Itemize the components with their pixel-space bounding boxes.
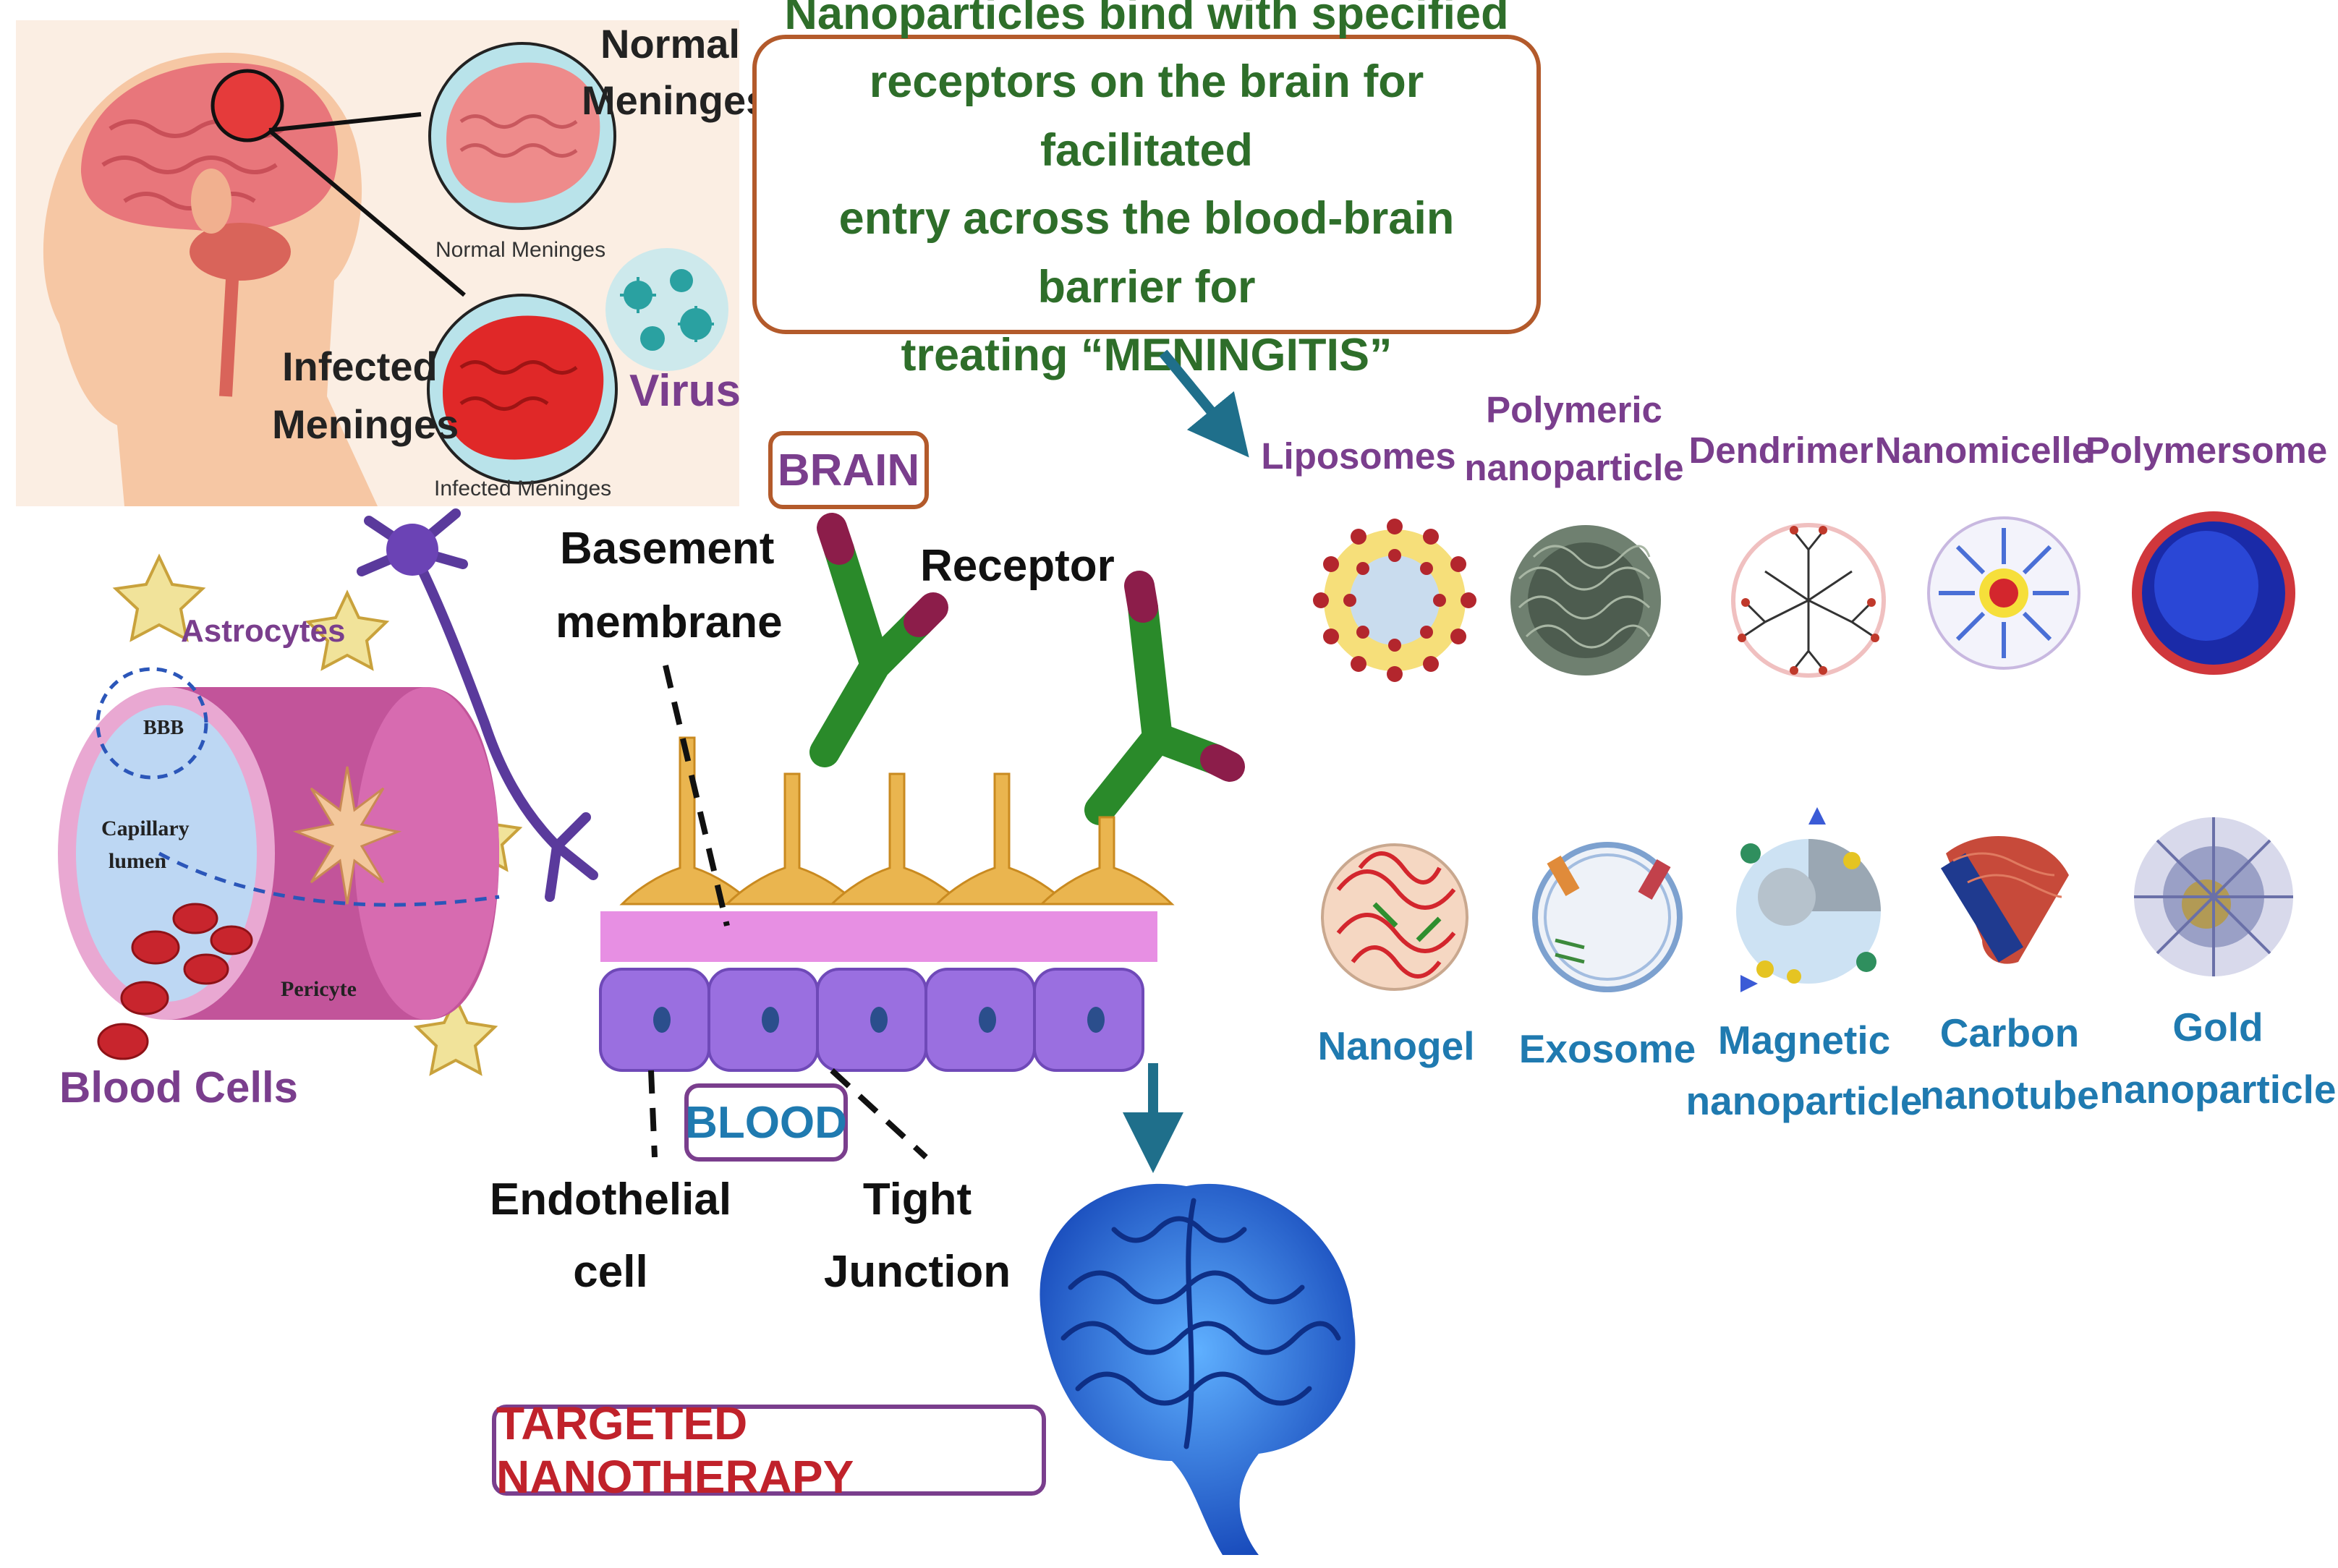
receptor-2 (1084, 592, 1230, 825)
meninges-illustration (16, 20, 739, 506)
endothelial-cell-label-2: cell (573, 1247, 648, 1297)
targeted-nanotherapy-text: TARGETED NANOTHERAPY (496, 1397, 854, 1503)
banner-line-2: receptors on the brain for facilitated (869, 56, 1424, 176)
capillary-lumen-label-1: Capillary (101, 817, 190, 840)
tight-junction-label-1: Tight (862, 1175, 972, 1224)
np-label-gold-1: Gold (2172, 1005, 2263, 1049)
nanomicelle-graphic (1927, 516, 2080, 670)
np-label-gold-2: nanoparticle (2099, 1067, 2337, 1112)
nanogel-graphic (1321, 843, 1468, 991)
bbb-dashed-circle (95, 667, 208, 780)
normal-meninges-label-2: Meninges (582, 77, 769, 123)
np-label-liposomes: Liposomes (1261, 435, 1456, 477)
banner-line-1: Nanoparticles bind with specified (784, 0, 1509, 39)
astrocyte-star-4 (413, 994, 498, 1076)
infected-meninges-label-1: Infected (282, 344, 438, 389)
pericyte-cell (292, 766, 402, 905)
neuron-body (386, 524, 438, 576)
banner-box: Nanoparticles bind with specified recept… (752, 0, 1541, 380)
basement-membrane-label-2: membrane (556, 597, 783, 647)
np-label-carbon-2: nanotube (1920, 1073, 2099, 1117)
astrocyte-star-1 (112, 553, 206, 642)
np-label-dendrimer: Dendrimer (1688, 430, 1874, 471)
liposome-graphic (1313, 519, 1476, 682)
astrocytes-label: Astrocytes (181, 613, 346, 649)
blood-cells-label: Blood Cells (59, 1063, 299, 1112)
capillary-lumen-label-2: lumen (109, 849, 167, 873)
astrocyte-star-2 (305, 589, 390, 671)
carbon-nanotube-graphic (1940, 836, 2069, 964)
infected-meninges-caption: Infected Meninges (434, 477, 612, 500)
receptor-1 (809, 534, 934, 767)
virus-cluster (605, 248, 728, 371)
np-label-carbon-1: Carbon (1939, 1010, 2080, 1055)
banner-line-3: entry across the blood-brain barrier for (838, 193, 1455, 312)
gold-nanoparticle-graphic (2134, 817, 2293, 976)
receptor-label: Receptor (920, 541, 1115, 591)
blood-tag: BLOOD (684, 1083, 848, 1162)
np-label-polymeric-1: Polymeric (1486, 389, 1662, 430)
np-label-magnetic-2: nanoparticle (1686, 1078, 1923, 1123)
np-label-nanogel: Nanogel (1317, 1023, 1475, 1068)
endothelial-cell-label-1: Endothelial (489, 1175, 732, 1224)
targeted-nanotherapy-tag: TARGETED NANOTHERAPY (492, 1397, 1046, 1503)
np-label-polymersome: Polymersome (2085, 430, 2328, 471)
bbb-label: BBB (143, 717, 184, 739)
polymeric-nanoparticle-graphic (1510, 525, 1661, 676)
np-label-nanomicelle: Nanomicelle (1874, 430, 2093, 471)
dendrimer-graphic (1731, 523, 1886, 678)
brain-tag: BRAIN (768, 431, 929, 509)
basement-membrane-bar (600, 911, 1157, 962)
blood-tag-text: BLOOD (685, 1097, 847, 1148)
exosome-graphic (1532, 842, 1683, 992)
polymersome-graphic (2132, 511, 2295, 675)
virus-label: Virus (629, 366, 741, 416)
brain-tag-text: BRAIN (777, 445, 920, 495)
basement-membrane-label-1: Basement (560, 524, 775, 574)
tight-junction-label-2: Junction (823, 1247, 1011, 1297)
barrier-illustration (599, 513, 1245, 1159)
np-label-exosome: Exosome (1518, 1026, 1696, 1071)
meninges-panel: Normal Meninges Normal Meninges Infected… (16, 20, 768, 506)
banner-line-4: treating “MENINGITIS” (901, 330, 1393, 380)
infected-meninges-label-2: Meninges (272, 401, 459, 447)
pericyte-label: Pericyte (281, 977, 357, 1001)
barrier-illustration-panel (593, 513, 1245, 1172)
capillary-illustration (58, 508, 598, 1076)
np-label-magnetic-1: Magnetic (1717, 1018, 1891, 1062)
normal-meninges-caption: Normal Meninges (435, 238, 606, 262)
np-label-polymeric-2: nanoparticle (1464, 447, 1684, 488)
infection-focus-circle (211, 69, 284, 142)
normal-meninges-label-1: Normal (600, 21, 740, 67)
bbb-capillary-panel: Astrocytes BBB Capillary lumen Pericyte … (51, 506, 600, 1128)
magnetic-nanoparticle-graphic (1736, 807, 1881, 992)
